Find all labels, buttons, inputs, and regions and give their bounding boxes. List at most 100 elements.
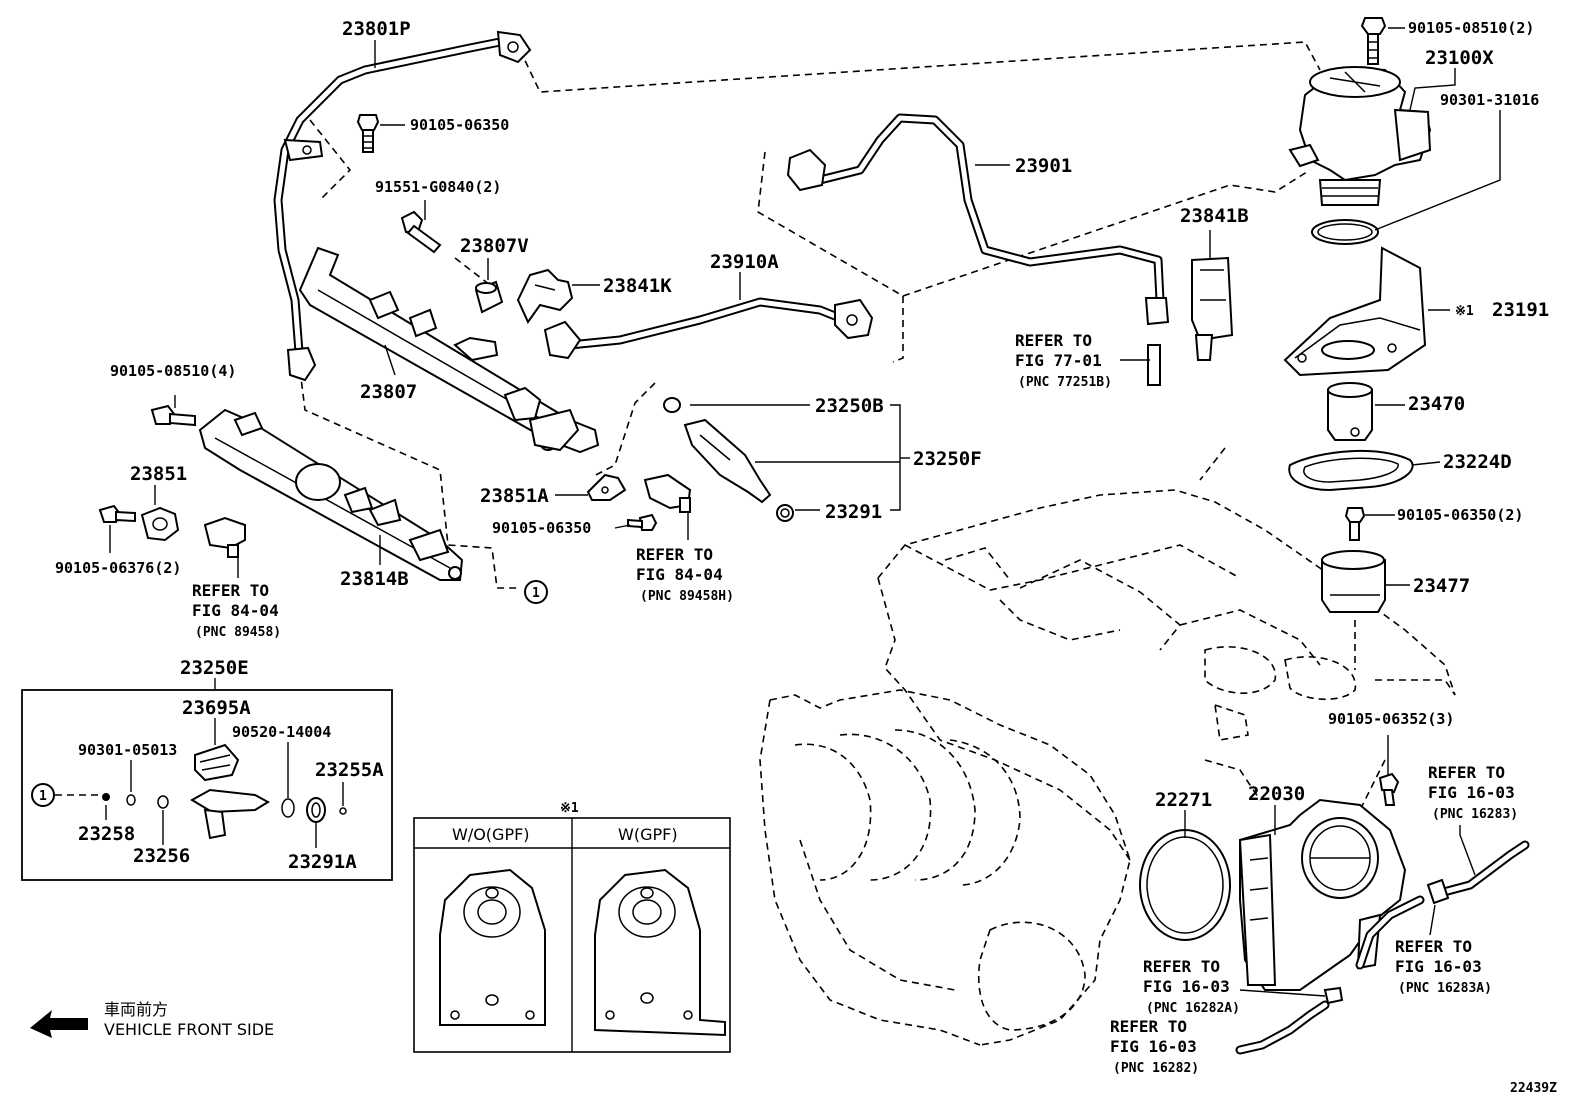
front-arrow-icon: [30, 1010, 88, 1038]
label-23250E: 23250E: [180, 657, 249, 679]
diagram-id: 22439Z: [1510, 1081, 1557, 1096]
variant-col-w-gpf: W(GPF): [618, 825, 678, 844]
label-23256: 23256: [133, 845, 190, 867]
label-23807V: 23807V: [460, 235, 529, 257]
label-90301-05013: 90301-05013: [78, 741, 177, 759]
bolt-90105-06350-2: [1344, 507, 1366, 541]
label-23470: 23470: [1408, 393, 1465, 415]
svg-text:FIG 84-04: FIG 84-04: [192, 601, 279, 620]
svg-text:(PNC 89458): (PNC 89458): [195, 625, 281, 640]
label-90520-14004: 90520-14004: [232, 723, 331, 741]
connector-23841B: [1191, 256, 1234, 361]
label-23250B: 23250B: [815, 395, 884, 417]
svg-text:FIG 16-03: FIG 16-03: [1395, 957, 1482, 976]
svg-text:(PNC 16282): (PNC 16282): [1113, 1061, 1199, 1076]
svg-text:(PNC 16283A): (PNC 16283A): [1398, 981, 1492, 996]
callout-1-top: 1: [524, 580, 548, 604]
label-22271: 22271: [1155, 789, 1212, 811]
label-90105-06350-2: 90105-06350(2): [1397, 506, 1523, 524]
vehicle-front-indicator: 車両前方 VEHICLE FRONT SIDE: [30, 1000, 274, 1039]
water-hoses: [1235, 840, 1530, 1055]
bolt-90105-08510-2: [1360, 17, 1387, 65]
label-90105-06350: 90105-06350: [410, 116, 509, 134]
spacer-23807V: [474, 280, 504, 314]
label-23191: 23191: [1492, 299, 1549, 321]
throttle-body-22030: [1238, 798, 1407, 991]
svg-text:(PNC 16282A): (PNC 16282A): [1146, 1001, 1240, 1016]
gasket-23224D: [1288, 449, 1414, 492]
engine-outline: [759, 489, 1456, 1046]
gasket-22271: [1139, 829, 1231, 941]
label-90105-08510-4: 90105-08510(4): [110, 362, 236, 380]
bolt-91551-G0840: [400, 210, 442, 254]
sensor-ref-84-04: [203, 516, 246, 558]
fuel-hose-23910A: [543, 297, 874, 360]
svg-text:REFER TO: REFER TO: [1143, 957, 1220, 976]
label-91551-G0840: 91551-G0840(2): [375, 178, 501, 196]
svg-text:REFER TO: REFER TO: [1110, 1017, 1187, 1036]
svg-text:REFER TO: REFER TO: [1395, 937, 1472, 956]
label-23910A: 23910A: [710, 251, 779, 273]
label-90105-06376-2: 90105-06376(2): [55, 559, 181, 577]
bolt-90105-06350-b: [627, 513, 658, 531]
ref-16-03-16282: REFER TO FIG 16-03 (PNC 16282): [1110, 1017, 1199, 1076]
svg-text:FIG 77-01: FIG 77-01: [1015, 351, 1102, 370]
ref-77-01: REFER TO FIG 77-01 (PNC 77251B): [1015, 331, 1112, 390]
label-23477: 23477: [1413, 575, 1470, 597]
injector-assembly-23250F: [663, 397, 794, 522]
bracket-23851A: [586, 473, 627, 501]
variant-col-wo-gpf: W/O(GPF): [452, 825, 530, 844]
leader-lines: [109, 27, 1501, 997]
direction-jp: 車両前方: [104, 1000, 168, 1019]
high-pressure-pump-23100X: [1288, 66, 1432, 206]
spacer-23851: [140, 506, 180, 542]
svg-text:REFER TO: REFER TO: [1015, 331, 1092, 350]
bolt-90105-06352-3: [1378, 772, 1400, 806]
ref-stub-77-01: [1147, 344, 1161, 386]
label-90105-06350-b: 90105-06350: [492, 519, 591, 537]
ref-84-04-b: REFER TO FIG 84-04 (PNC 89458H): [636, 545, 734, 604]
label-23258: 23258: [78, 823, 135, 845]
inset-23250E: 23250E 23695A 90301-05013 90520-14004 23…: [21, 657, 393, 881]
svg-text:FIG 84-04: FIG 84-04: [636, 565, 723, 584]
svg-text:REFER TO: REFER TO: [1428, 763, 1505, 782]
label-23191-mark: ※1: [1455, 304, 1474, 319]
label-90105-08510-2: 90105-08510(2): [1408, 19, 1534, 37]
label-23807: 23807: [360, 381, 417, 403]
svg-text:REFER TO: REFER TO: [636, 545, 713, 564]
direction-en: VEHICLE FRONT SIDE: [104, 1020, 274, 1039]
lifter-23470: [1327, 382, 1373, 441]
label-23250F: 23250F: [913, 448, 982, 470]
svg-text:(PNC 89458H): (PNC 89458H): [640, 589, 734, 604]
delivery-pipe-23807: [298, 246, 600, 454]
label-23224D: 23224D: [1443, 451, 1512, 473]
ref-16-03-16283: REFER TO FIG 16-03 (PNC 16283): [1428, 763, 1518, 822]
label-23291A: 23291A: [288, 851, 357, 873]
insulator-23191: [1283, 246, 1427, 377]
label-23851: 23851: [130, 463, 187, 485]
housing-23477: [1321, 550, 1386, 613]
svg-text:FIG 16-03: FIG 16-03: [1143, 977, 1230, 996]
fuel-hose-23901: [786, 113, 1170, 326]
label-23291: 23291: [825, 501, 882, 523]
bolt-90105-08510-4: [150, 404, 196, 427]
o-ring-90301-31016: [1311, 219, 1379, 245]
callout-1-inset-label: 1: [39, 789, 47, 804]
label-90301-31016: 90301-31016: [1440, 91, 1539, 109]
sensor-ref-84-04-b: [643, 473, 692, 513]
svg-text:(PNC 77251B): (PNC 77251B): [1018, 375, 1112, 390]
label-23801P: 23801P: [342, 18, 411, 40]
label-23100X: 23100X: [1425, 47, 1494, 69]
callout-1-top-label: 1: [532, 586, 540, 601]
variant-table: ※1 W/O(GPF) W(GPF): [413, 801, 731, 1053]
label-23695A: 23695A: [182, 697, 251, 719]
delivery-pipe-23814B: [198, 408, 464, 581]
bolt-90105-06376: [98, 504, 136, 523]
part-labels: 23801P 90105-06350 91551-G0840(2) 23807V…: [55, 18, 1557, 1096]
bolt-90105-06350: [356, 114, 380, 153]
ref-84-04-a: REFER TO FIG 84-04 (PNC 89458): [192, 581, 281, 640]
label-90105-06352-3: 90105-06352(3): [1328, 710, 1454, 728]
svg-text:REFER TO: REFER TO: [192, 581, 269, 600]
label-23851A: 23851A: [480, 485, 549, 507]
